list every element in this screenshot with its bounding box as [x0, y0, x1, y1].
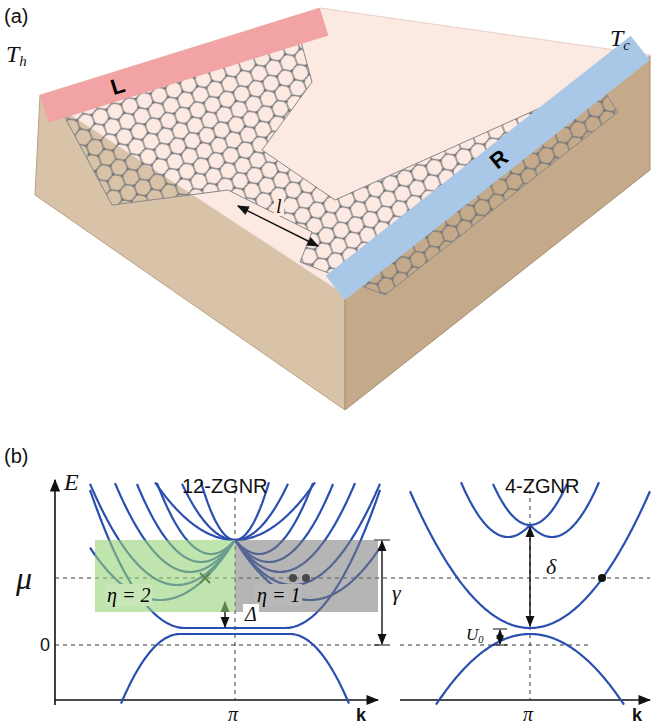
node-label: R: [486, 146, 512, 173]
tick: [493, 645, 507, 646]
node-label: η = 1: [255, 584, 302, 606]
length-label: l: [274, 196, 284, 216]
axis-label: k: [356, 706, 366, 724]
delta-arrow: [529, 527, 530, 626]
chemical-potential: μ: [16, 562, 32, 594]
axis-value: 0: [40, 636, 50, 654]
ribbon-title: 12-ZGNR: [182, 476, 268, 496]
axis-value: π: [523, 704, 533, 724]
temperature-label: Th: [6, 42, 27, 69]
tick: [374, 645, 390, 646]
u0-arrow: [499, 630, 500, 644]
axis-label: k: [632, 706, 642, 724]
k-axis: [55, 699, 378, 701]
state-dot: [598, 574, 606, 582]
energy-axis: [54, 480, 56, 705]
node-label: L: [108, 74, 127, 99]
panel-label: (b): [4, 446, 28, 466]
band-curve: [235, 634, 349, 704]
tick: [493, 629, 507, 630]
energy-label: γ: [392, 582, 401, 604]
band-curve: [436, 634, 530, 705]
pi-line: [530, 482, 531, 700]
band-curve: [235, 490, 380, 628]
slab-top: [40, 8, 650, 295]
gamma-arrow: [381, 541, 382, 644]
panel-label: (a): [4, 6, 28, 26]
band-curve: [90, 490, 235, 628]
node-label: η = 2: [105, 584, 152, 606]
gap-label: Δ: [243, 604, 259, 624]
ribbon-title: 4-ZGNR: [505, 476, 579, 496]
band-curve: [530, 491, 650, 628]
eta1-region: η = 1: [235, 540, 378, 612]
zero-line: [400, 645, 590, 646]
axis-label: E: [64, 470, 79, 494]
eta2-region: η = 2: [95, 540, 235, 612]
axis-value: π: [228, 704, 238, 724]
zero-line: [55, 645, 380, 646]
energy-label: U0: [466, 626, 484, 646]
temperature-label: Tc: [610, 26, 630, 53]
band-curve: [530, 634, 624, 705]
band-curve: [121, 634, 235, 704]
band-curve: [410, 491, 530, 628]
energy-label: δ: [546, 556, 556, 578]
